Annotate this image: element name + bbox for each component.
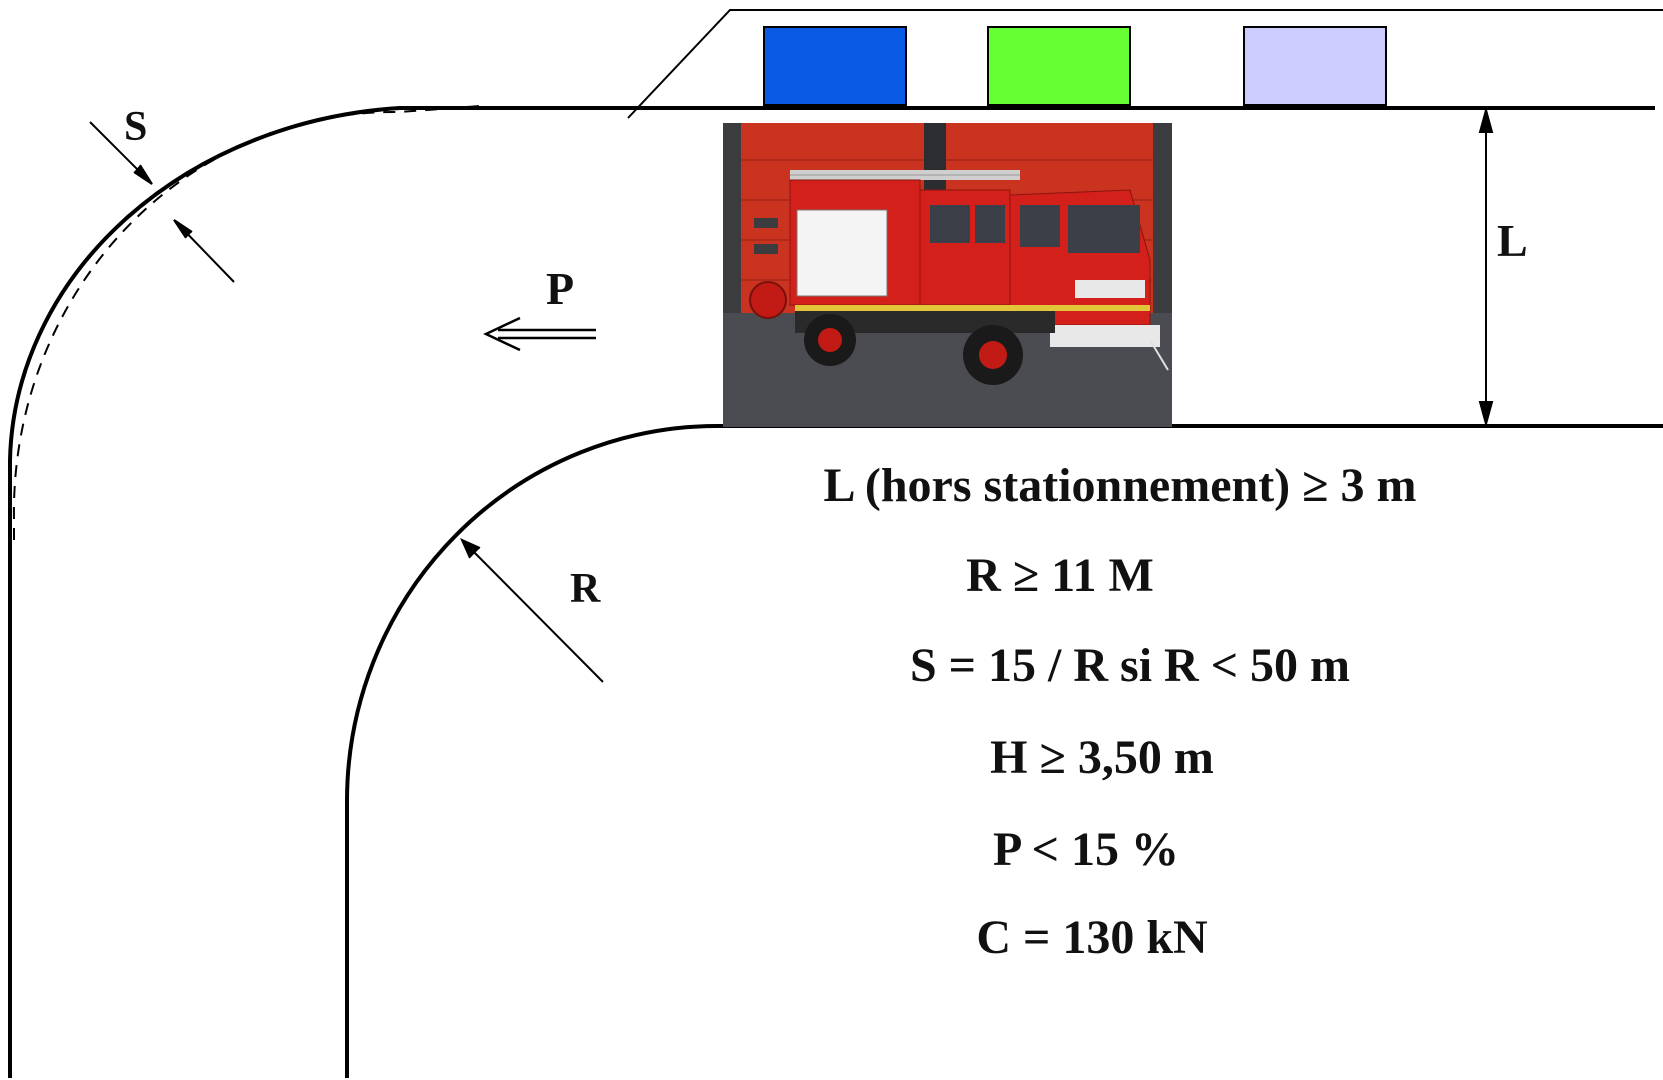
parked-vehicle-lavender	[1243, 26, 1387, 106]
width-dimension-arrow	[1478, 106, 1494, 428]
inner-road-edge	[345, 424, 1663, 1078]
label-p: P	[546, 263, 575, 314]
rule-height: H ≥ 3,50 m	[990, 731, 1214, 784]
rule-slope: P < 15 %	[992, 823, 1180, 876]
parking-lane-outline	[627, 9, 1663, 119]
outer-road-edge	[8, 106, 1655, 1078]
parked-vehicle-blue	[763, 26, 907, 106]
parked-vehicle-green	[987, 26, 1131, 106]
radius-arrow	[460, 538, 604, 683]
rule-width: L (hors stationnement) ≥ 3 m	[823, 459, 1417, 512]
overwidth-dashed-curve	[12, 105, 481, 540]
label-r: R	[570, 566, 601, 612]
slope-arrow	[483, 316, 596, 352]
rule-load: C = 130 kN	[976, 911, 1208, 964]
fire-truck-photo	[723, 123, 1172, 427]
label-l: L	[1497, 215, 1528, 266]
s-arrows	[89, 121, 235, 283]
rule-overwidth: S = 15 / R si R < 50 m	[909, 639, 1351, 692]
rule-radius: R ≥ 11 M	[966, 549, 1154, 602]
label-s: S	[124, 104, 148, 150]
